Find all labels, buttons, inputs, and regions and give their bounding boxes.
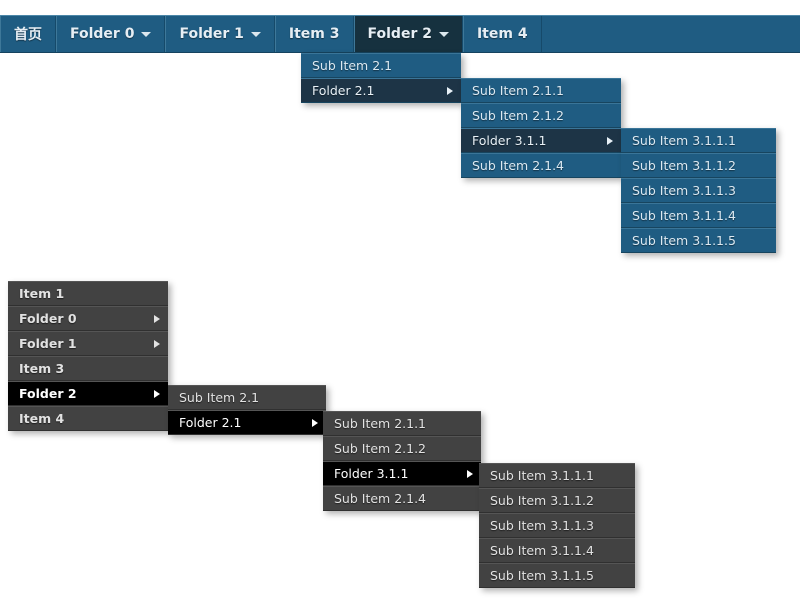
navbar-item-label: Folder 0: [70, 26, 135, 42]
menu-item-label: Folder 2.1: [312, 83, 375, 98]
menu-item-label: Sub Item 2.1.4: [334, 491, 426, 506]
menu-item-sub-item-2-1-1[interactable]: Sub Item 2.1.1: [461, 78, 621, 103]
menu-item-sub-item-2-1-1[interactable]: Sub Item 2.1.1: [323, 411, 481, 436]
chevron-right-icon: [467, 469, 473, 478]
menu-item-sub-item-3-1-1-5[interactable]: Sub Item 3.1.1.5: [479, 563, 635, 588]
navbar-item-item[interactable]: 首页: [0, 16, 56, 52]
navbar-item-label: Item 4: [476, 26, 528, 42]
menu-item-label: Sub Item 3.1.1.3: [490, 518, 594, 533]
menu-item-label: Item 1: [19, 286, 65, 301]
menu-item-folder-2-1[interactable]: Folder 2.1: [301, 78, 461, 103]
menu-item-label: Sub Item 3.1.1.2: [490, 493, 594, 508]
menu-item-folder-3-1-1[interactable]: Folder 3.1.1: [323, 461, 481, 486]
top-navbar: 首页 Folder 0 Folder 1 Item 3 Folder 2 Item 4: [0, 15, 800, 53]
menu-item-sub-item-3-1-1-2[interactable]: Sub Item 3.1.1.2: [621, 153, 776, 178]
navbar-list: 首页 Folder 0 Folder 1 Item 3 Folder 2 Item 4: [0, 16, 800, 52]
menu-item-label: Item 4: [19, 411, 65, 426]
navbar-item-folder-2[interactable]: Folder 2: [353, 16, 463, 52]
menu-item-folder-2-1[interactable]: Folder 2.1: [168, 410, 326, 435]
navbar-item-label: Folder 2: [367, 26, 432, 42]
menu-item-label: Sub Item 3.1.1.1: [490, 468, 594, 483]
menu-item-label: Sub Item 3.1.1.1: [632, 133, 736, 148]
menu-item-label: Sub Item 3.1.1.5: [490, 568, 594, 583]
menu-item-sub-item-2-1[interactable]: Sub Item 2.1: [168, 385, 326, 410]
navbar-item-label: 首页: [14, 27, 42, 43]
chevron-right-icon: [447, 86, 453, 95]
menu-item-label: Sub Item 3.1.1.3: [632, 183, 736, 198]
chevron-right-icon: [312, 418, 318, 427]
menu-item-label: Folder 3.1.1: [472, 133, 547, 148]
menu-item-label: Sub Item 2.1.4: [472, 158, 564, 173]
navbar-item-folder-0[interactable]: Folder 0: [56, 16, 166, 52]
menu-item-sub-item-2-1-4[interactable]: Sub Item 2.1.4: [461, 153, 621, 178]
navbar-item-item-3[interactable]: Item 3: [274, 16, 354, 52]
menu-item-label: Folder 1: [19, 336, 77, 351]
menu-item-item-3[interactable]: Item 3: [8, 356, 168, 381]
menu-item-label: Sub Item 2.1.2: [334, 441, 426, 456]
navbar-item-folder-1[interactable]: Folder 1: [165, 16, 275, 52]
chevron-right-icon: [154, 389, 160, 398]
menu-item-sub-item-3-1-1-3[interactable]: Sub Item 3.1.1.3: [479, 513, 635, 538]
menu-item-item-4[interactable]: Item 4: [8, 406, 168, 431]
menu-item-label: Sub Item 3.1.1.5: [632, 233, 736, 248]
chevron-down-icon: [250, 31, 261, 37]
navbar-item-label: Folder 1: [179, 26, 244, 42]
menu-item-sub-item-3-1-1-1[interactable]: Sub Item 3.1.1.1: [621, 128, 776, 153]
navbar-item-label: Item 3: [288, 26, 340, 42]
chevron-right-icon: [154, 339, 160, 348]
menu-item-label: Folder 2.1: [179, 415, 242, 430]
menu-item-label: Sub Item 2.1.2: [472, 108, 564, 123]
menu-item-sub-item-3-1-1-4[interactable]: Sub Item 3.1.1.4: [479, 538, 635, 563]
menu-item-label: Item 3: [19, 361, 65, 376]
navbar-item-item-4[interactable]: Item 4: [462, 16, 542, 52]
menu-item-sub-item-2-1[interactable]: Sub Item 2.1: [301, 53, 461, 78]
menu-item-label: Sub Item 3.1.1.4: [632, 208, 736, 223]
menu-item-label: Sub Item 3.1.1.4: [490, 543, 594, 558]
menu-item-item-1[interactable]: Item 1: [8, 281, 168, 306]
menu-item-folder-0[interactable]: Folder 0: [8, 306, 168, 331]
menu-item-folder-1[interactable]: Folder 1: [8, 331, 168, 356]
menu-item-sub-item-3-1-1-5[interactable]: Sub Item 3.1.1.5: [621, 228, 776, 253]
menu-item-label: Sub Item 2.1: [179, 390, 260, 405]
menu-item-folder-3-1-1[interactable]: Folder 3.1.1: [461, 128, 621, 153]
chevron-right-icon: [154, 314, 160, 323]
menu-item-sub-item-3-1-1-1[interactable]: Sub Item 3.1.1.1: [479, 463, 635, 488]
menu-item-label: Sub Item 2.1: [312, 58, 393, 73]
menu-item-sub-item-2-1-4[interactable]: Sub Item 2.1.4: [323, 486, 481, 511]
menu-item-label: Folder 2: [19, 386, 77, 401]
menu-item-sub-item-3-1-1-3[interactable]: Sub Item 3.1.1.3: [621, 178, 776, 203]
chevron-right-icon: [607, 136, 613, 145]
menu-item-label: Sub Item 2.1.1: [334, 416, 426, 431]
menu-item-sub-item-2-1-2[interactable]: Sub Item 2.1.2: [461, 103, 621, 128]
vertical-menu-root: Item 1 Folder 0 Folder 1 Item 3 Folder 2 Item…: [8, 281, 168, 431]
menu-item-label: Folder 0: [19, 311, 77, 326]
chevron-down-icon: [141, 31, 152, 37]
chevron-down-icon: [438, 31, 449, 37]
menu-item-label: Sub Item 3.1.1.2: [632, 158, 736, 173]
menu-item-label: Folder 3.1.1: [334, 466, 409, 481]
menu-item-sub-item-3-1-1-4[interactable]: Sub Item 3.1.1.4: [621, 203, 776, 228]
menu-item-folder-2[interactable]: Folder 2: [8, 381, 168, 406]
menu-item-sub-item-2-1-2[interactable]: Sub Item 2.1.2: [323, 436, 481, 461]
menu-item-sub-item-3-1-1-2[interactable]: Sub Item 3.1.1.2: [479, 488, 635, 513]
menu-item-label: Sub Item 2.1.1: [472, 83, 564, 98]
